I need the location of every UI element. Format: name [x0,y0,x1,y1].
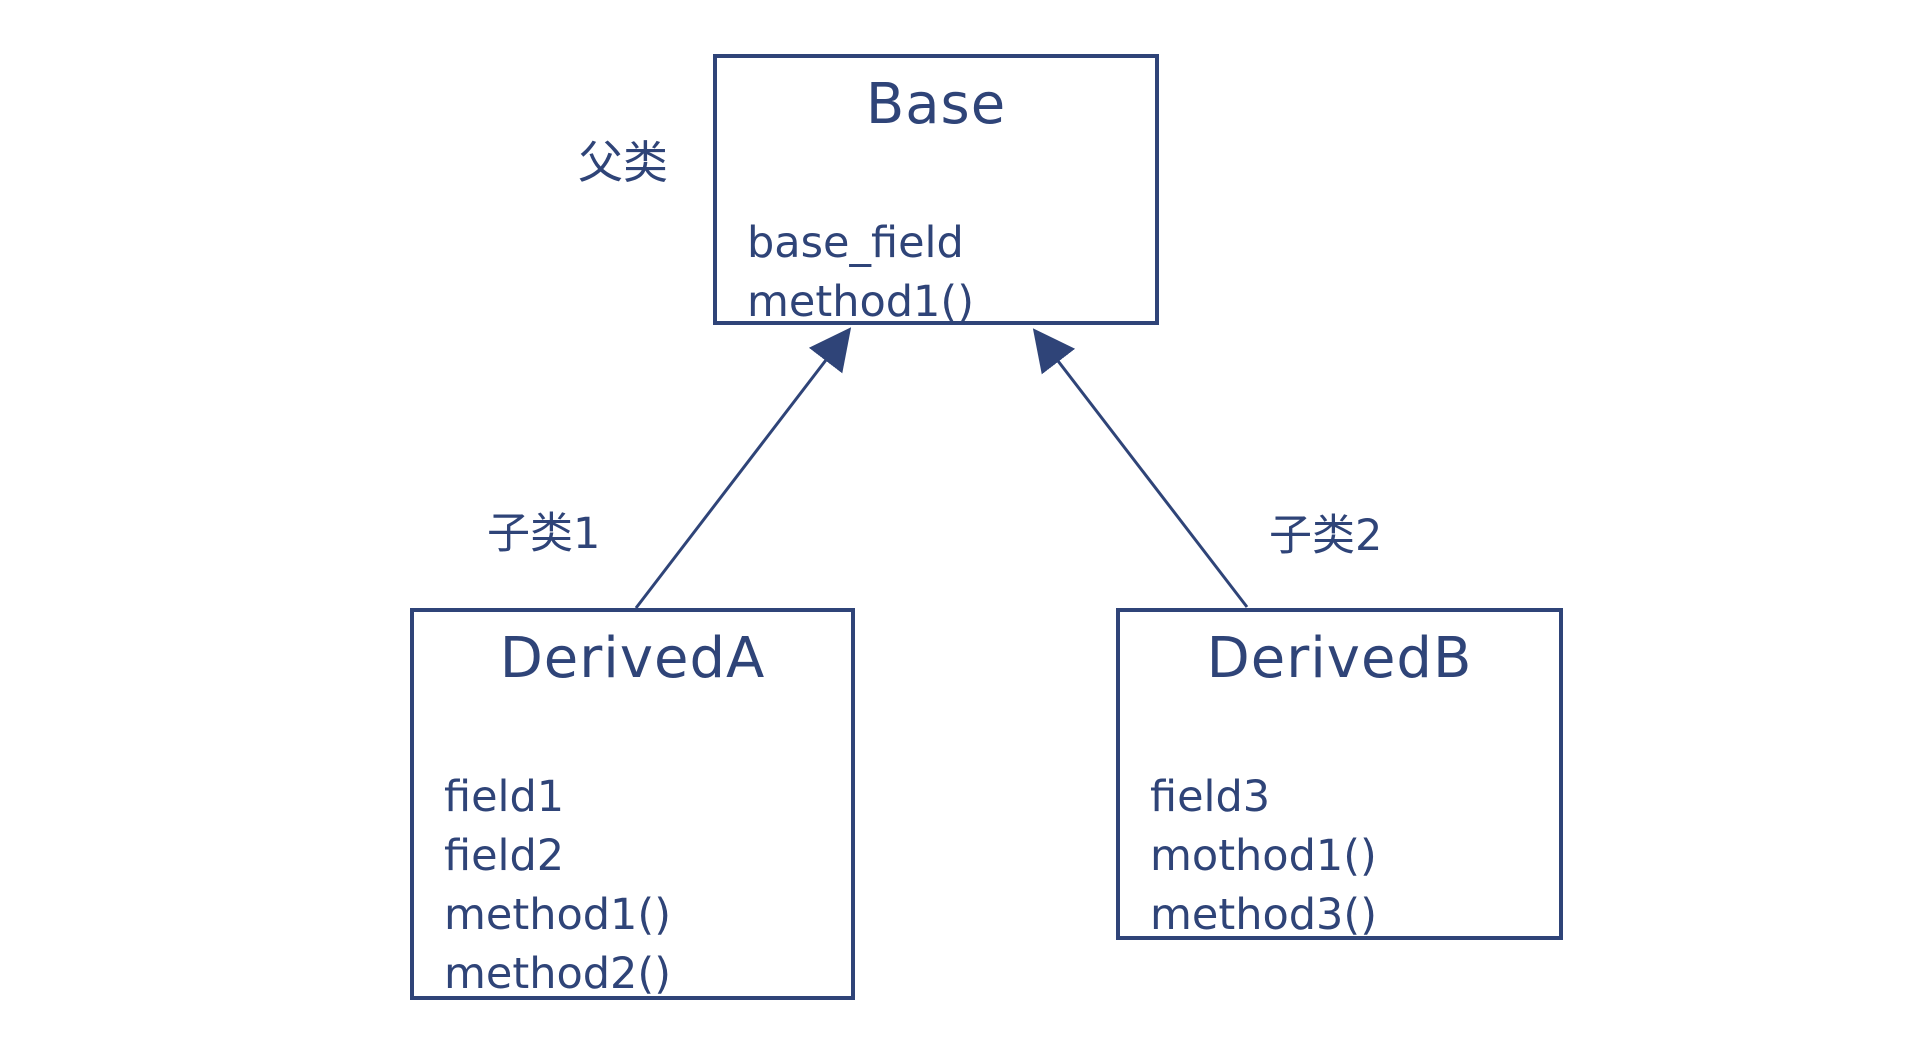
class-box-deriveda: DerivedA field1 field2 method1() method2… [410,608,855,1000]
member-derivedb-method3: method3() [1150,889,1377,940]
member-deriveda-method2: method2() [444,948,671,999]
class-members-base: base_field method1() [717,214,1155,332]
child-class-2-label: 子类2 [1269,511,1383,561]
member-base-field: base_field [747,217,964,268]
member-deriveda-field1: field1 [444,771,565,822]
child-class-1-label: 子类1 [487,509,601,559]
class-title-base: Base [865,72,1007,137]
class-box-base: Base base_field method1() [713,54,1159,327]
parent-class-label: 父类 [578,136,669,189]
class-members-deriveda: field1 field2 method1() method2() [414,768,851,1004]
member-base-method1: method1() [747,276,974,327]
member-derivedb-field3: field3 [1150,771,1271,822]
member-derivedb-mothod1: mothod1() [1150,830,1377,881]
class-title-deriveda: DerivedA [499,626,766,691]
class-box-derivedb: DerivedB field3 mothod1() method3() [1116,608,1563,940]
member-deriveda-method1: method1() [444,889,671,940]
class-title-derivedb: DerivedB [1206,626,1473,691]
inheritance-arrow-deriveda-to-base [634,327,852,609]
inheritance-arrow-derivedb-to-base [1032,328,1249,608]
member-deriveda-field2: field2 [444,830,565,881]
class-members-derivedb: field3 mothod1() method3() [1120,768,1559,945]
